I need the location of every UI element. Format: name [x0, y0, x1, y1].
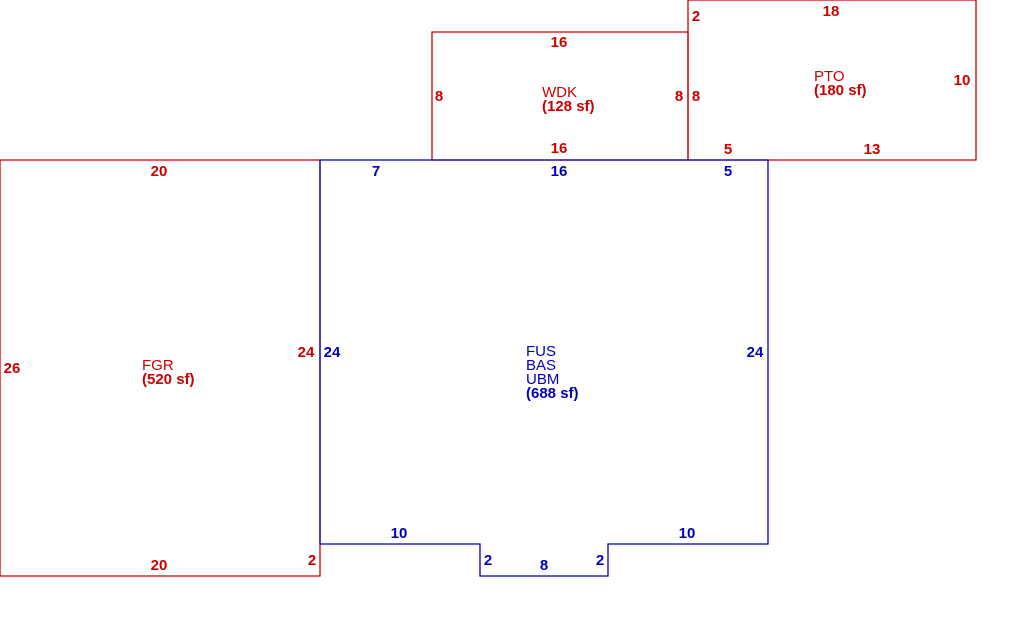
- pto-left-dim: 8: [692, 88, 700, 105]
- fgr-left-dim: 26: [4, 360, 21, 377]
- pto-bottom-right-dim: 13: [864, 141, 881, 158]
- main-code-fus: FUS: [526, 343, 556, 360]
- main-step-bottom-dim: 8: [540, 557, 548, 574]
- main-right-dim: 24: [747, 344, 764, 361]
- wdk-left-dim: 8: [435, 88, 443, 105]
- main-size: (688 sf): [526, 385, 579, 402]
- main-top-right-dim: 5: [724, 163, 732, 180]
- pto-notch-dim: 2: [692, 8, 700, 25]
- main-left-dim: 24: [324, 344, 341, 361]
- wdk-top-dim: 16: [551, 34, 568, 51]
- fgr-notch-dim: 2: [308, 552, 316, 569]
- pto-size: (180 sf): [814, 82, 867, 99]
- main-bottom-left-dim: 10: [391, 525, 408, 542]
- wdk-size: (128 sf): [542, 98, 595, 115]
- pto-top-dim: 18: [823, 3, 840, 20]
- main-bottom-right-dim: 10: [679, 525, 696, 542]
- main-step-right-dim: 2: [596, 552, 604, 569]
- pto-outline: [687, 0, 977, 161]
- main-top-left-dim: 7: [372, 163, 380, 180]
- main-code-bas: BAS: [526, 357, 556, 374]
- fgr-top-dim: 20: [151, 163, 168, 180]
- main-step-left-dim: 2: [484, 552, 492, 569]
- wdk-right-dim: 8: [675, 88, 683, 105]
- wdk-code: WDK: [542, 84, 577, 101]
- wdk-bottom-dim: 16: [551, 140, 568, 157]
- main-code-ubm: UBM: [526, 371, 559, 388]
- pto-bottom-left-dim: 5: [724, 141, 732, 158]
- fgr-bottom-dim: 20: [151, 557, 168, 574]
- pto-right-dim: 10: [954, 72, 971, 89]
- fgr-right-dim: 24: [298, 344, 315, 361]
- fgr-outline: [0, 159, 321, 577]
- pto-code: PTO: [814, 68, 845, 85]
- main-top-mid-dim: 16: [551, 163, 568, 180]
- main-outline: [319, 159, 769, 577]
- fgr-size: (520 sf): [142, 371, 195, 388]
- fgr-code: FGR: [142, 357, 174, 374]
